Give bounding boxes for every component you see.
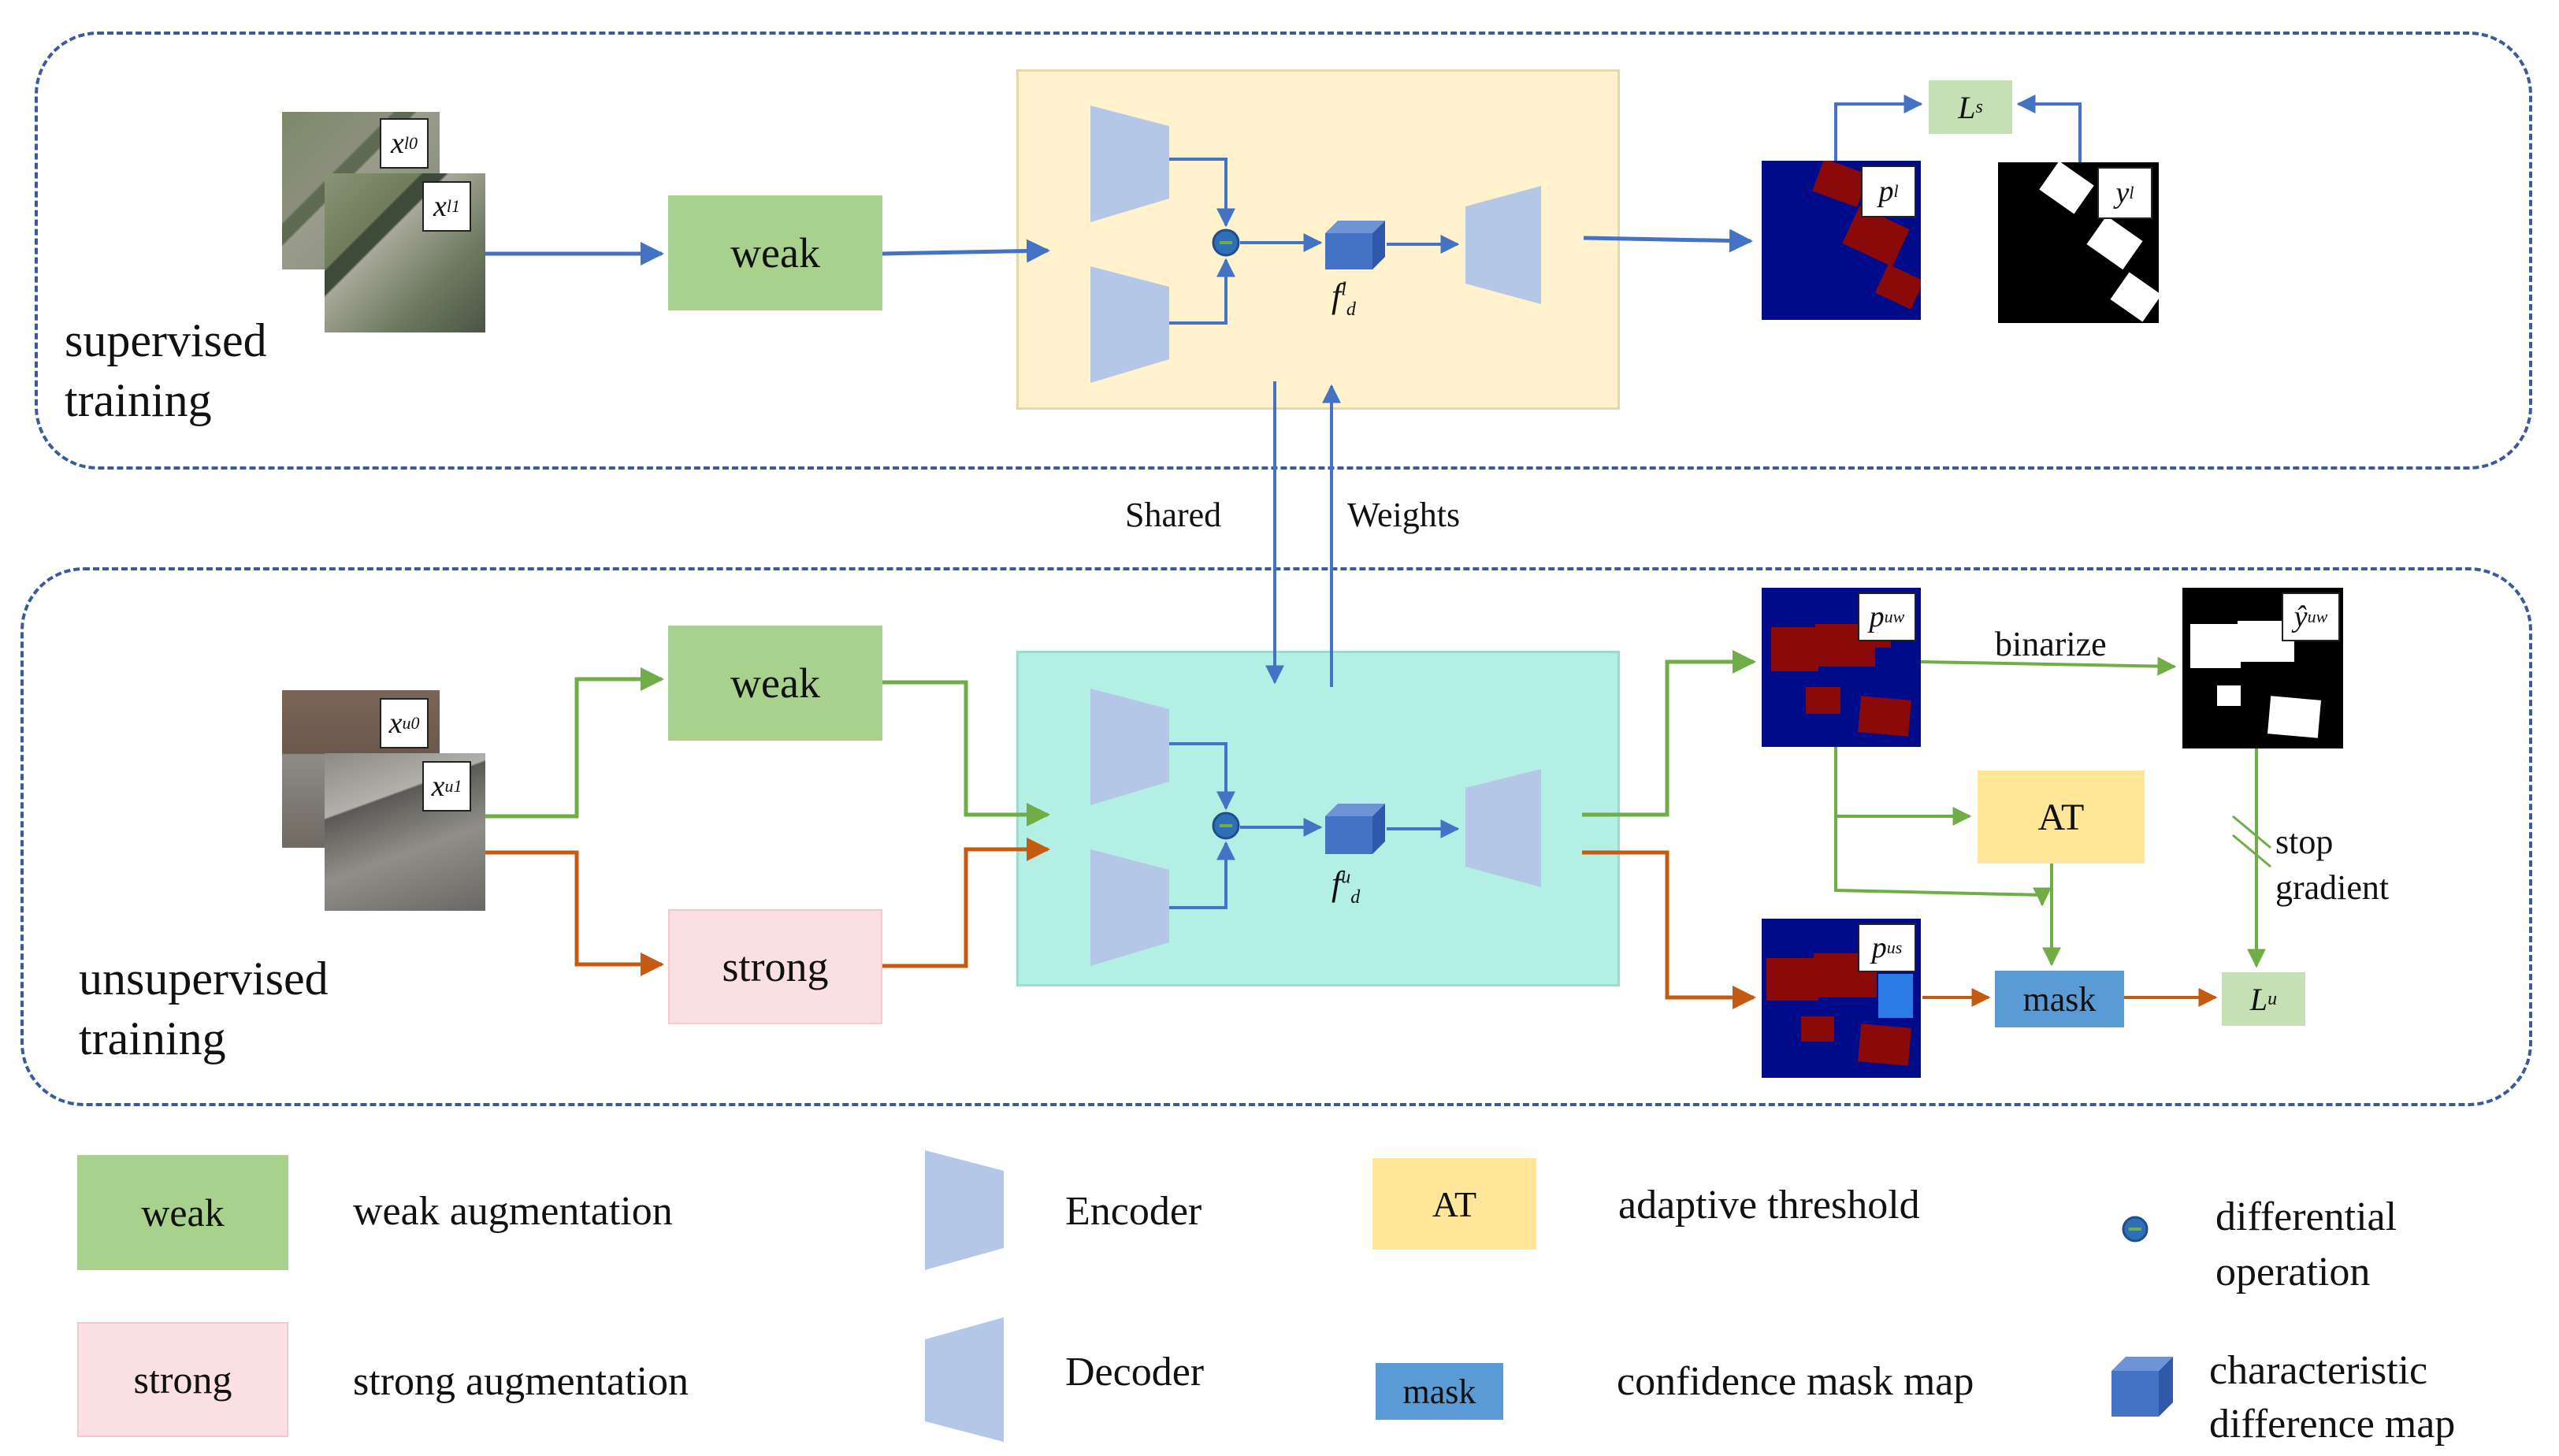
encoder-top-1 bbox=[1090, 106, 1169, 222]
legend-encoder-label: Encoder bbox=[1065, 1189, 1202, 1234]
decoder-bottom bbox=[1465, 769, 1541, 887]
decoder-top bbox=[1465, 186, 1541, 304]
legend-decoder-label: Decoder bbox=[1065, 1350, 1205, 1395]
feature-label-fdl: fld bbox=[1331, 277, 1356, 320]
legend-weak-box: weak bbox=[77, 1155, 288, 1270]
legend-at-desc: adaptive threshold bbox=[1618, 1183, 1920, 1228]
encoder-bottom-2 bbox=[1090, 849, 1169, 966]
legend-mask-box: mask bbox=[1376, 1363, 1503, 1420]
legend-weak-desc: weak augmentation bbox=[353, 1189, 673, 1234]
weak-augment-box-top: weak bbox=[668, 195, 882, 310]
legend-cube-icon bbox=[2111, 1357, 2173, 1417]
pseudo-label-map-yuw bbox=[2182, 588, 2343, 748]
mask-box: mask bbox=[1995, 971, 2124, 1027]
legend-at-box: AT bbox=[1372, 1158, 1536, 1250]
weak-augment-box-bottom: weak bbox=[668, 626, 882, 741]
weights-label: Weights bbox=[1347, 496, 1461, 534]
encoder-bottom-1 bbox=[1090, 689, 1169, 805]
adaptive-threshold-box: AT bbox=[1978, 771, 2145, 864]
shared-label: Shared bbox=[1125, 496, 1222, 534]
supervised-region bbox=[35, 32, 2532, 470]
encoder-top-2 bbox=[1090, 266, 1169, 383]
binarize-label: binarize bbox=[1995, 625, 2107, 663]
legend-encoder-icon bbox=[925, 1150, 1004, 1270]
legend-decoder-icon bbox=[925, 1317, 1004, 1442]
legend-strong-box: strong bbox=[77, 1322, 288, 1437]
cube-bottom bbox=[1325, 804, 1385, 854]
cube-top bbox=[1325, 221, 1385, 269]
feature-label-fdu: fud bbox=[1331, 864, 1361, 908]
legend-mask-desc: confidence mask map bbox=[1617, 1359, 1974, 1404]
legend-strong-desc: strong augmentation bbox=[353, 1359, 689, 1404]
strong-augment-box: strong bbox=[668, 909, 882, 1024]
